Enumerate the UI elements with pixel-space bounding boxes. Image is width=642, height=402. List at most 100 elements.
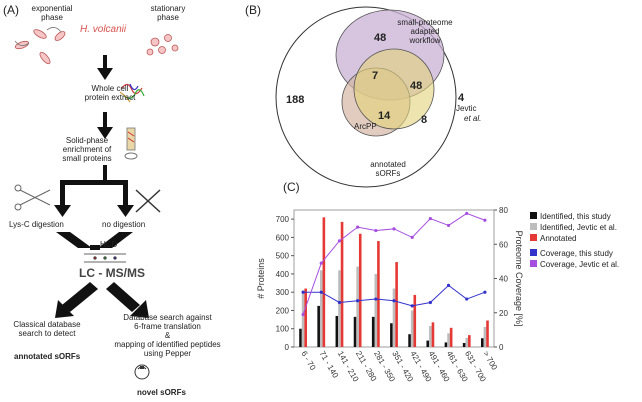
bar xyxy=(301,290,305,347)
branch-arrows-icon xyxy=(54,165,134,217)
legend-swatch xyxy=(530,234,537,241)
stationary-phase-label: stationary phase xyxy=(150,4,186,22)
bar xyxy=(299,328,302,347)
y2-tick-label: 60 xyxy=(499,240,508,249)
y2-axis-label: Proteome Coverage [%] xyxy=(514,230,524,326)
y2-tick-label: 40 xyxy=(499,275,508,284)
bar xyxy=(410,310,414,347)
down-arrow-icon xyxy=(97,112,113,139)
y-axis-label: # Proteins xyxy=(256,258,266,299)
bar xyxy=(374,273,378,347)
coverage-point xyxy=(465,211,469,216)
y-tick-label: 0 xyxy=(285,343,290,352)
bar xyxy=(449,327,453,347)
bar xyxy=(483,326,487,347)
y2-tick-label: 20 xyxy=(499,309,508,318)
bar xyxy=(304,288,307,347)
bar xyxy=(340,221,344,347)
scissors-icon xyxy=(14,184,51,211)
workflow-label: small-proteome adapted workflow xyxy=(397,18,453,45)
venn-count-188: 188 xyxy=(286,94,305,106)
bar xyxy=(356,266,359,347)
merge-arrows-icon xyxy=(56,232,133,250)
whole-cell-label: Whole cell protein extract xyxy=(84,84,136,102)
bar xyxy=(338,270,341,347)
workflow-diagram xyxy=(14,27,179,380)
y2-tick-label: 80 xyxy=(499,206,508,215)
jevtic-label: Jevtic xyxy=(456,104,477,113)
coverage-point xyxy=(356,299,360,303)
venn-count-7: 7 xyxy=(372,70,379,82)
coverage-point xyxy=(374,228,378,233)
exponential-cells-icon xyxy=(14,27,66,65)
coverage-point xyxy=(319,290,323,294)
y-tick-label: 300 xyxy=(276,288,290,297)
coverage-point xyxy=(301,312,305,317)
protein-extract-icon xyxy=(119,83,145,103)
bar xyxy=(371,316,375,347)
coverage-point xyxy=(374,297,378,301)
bar xyxy=(408,334,411,347)
split-arrows-icon xyxy=(55,282,149,318)
legend-label: Coverage, this study xyxy=(540,249,613,258)
panel-c-label: (C) xyxy=(283,180,300,194)
stationary-cells-icon xyxy=(146,34,179,56)
y-tick-label: 700 xyxy=(276,215,290,224)
bar xyxy=(431,322,435,347)
bar xyxy=(486,320,489,347)
etal-label: et al. xyxy=(464,114,482,123)
coverage-point xyxy=(337,239,342,243)
coverage-point xyxy=(301,290,305,294)
bar xyxy=(481,338,484,347)
coverage-point xyxy=(465,297,469,301)
hcd-label: HCD xyxy=(100,240,118,249)
coverage-point xyxy=(337,300,342,305)
y-tick-label: 100 xyxy=(276,325,290,334)
novel-sorfs-label: novel sORFs xyxy=(137,388,186,397)
venn-count-8: 8 xyxy=(421,114,428,126)
coverage-point xyxy=(483,290,487,294)
x-tick-label: 6 - 70 xyxy=(299,350,317,373)
panel-a-label: (A) xyxy=(3,3,19,17)
coverage-point xyxy=(410,304,414,308)
classical-search-label: Classical database search to detect xyxy=(13,320,81,338)
down-arrow-icon xyxy=(97,55,113,80)
coverage-point xyxy=(319,261,323,265)
bar xyxy=(317,305,320,347)
lcms-label: LC - MS/MS xyxy=(79,266,145,280)
y-tick-label: 500 xyxy=(276,252,290,261)
cross-icon xyxy=(135,189,161,213)
bar xyxy=(390,323,393,347)
bar xyxy=(426,340,430,347)
y-tick-label: 200 xyxy=(276,306,290,315)
arcpp-label: ArcPP xyxy=(354,122,377,131)
legend-swatch xyxy=(530,249,537,256)
venn-count-48-center: 48 xyxy=(410,80,423,92)
annotated-sorfs-label: annotated sORFs xyxy=(14,352,81,361)
bar xyxy=(392,288,396,347)
bar xyxy=(377,241,380,347)
panel-b-label: (B) xyxy=(245,3,261,17)
coverage-point xyxy=(428,300,432,305)
y-tick-label: 600 xyxy=(276,233,290,242)
organism-label: H. volcanii xyxy=(80,24,127,35)
bar xyxy=(319,270,323,347)
legend-swatch xyxy=(530,260,537,267)
bar xyxy=(322,217,326,347)
x-tick-label: > 700 xyxy=(481,350,499,373)
venn-diagram xyxy=(275,6,457,188)
bar xyxy=(462,342,466,347)
bar xyxy=(358,233,362,347)
bar xyxy=(353,316,357,347)
coverage-point xyxy=(446,223,451,228)
legend-label: Coverage, Jevtic et al. xyxy=(540,260,619,269)
coverage-point xyxy=(392,299,396,303)
coverage-point xyxy=(446,283,451,287)
bar xyxy=(468,335,471,347)
legend-label: Annotated xyxy=(540,234,576,243)
venn-count-14: 14 xyxy=(378,110,391,122)
bar xyxy=(395,262,398,347)
bar xyxy=(413,294,417,347)
legend-swatch xyxy=(530,223,537,230)
coverage-point xyxy=(483,218,487,222)
